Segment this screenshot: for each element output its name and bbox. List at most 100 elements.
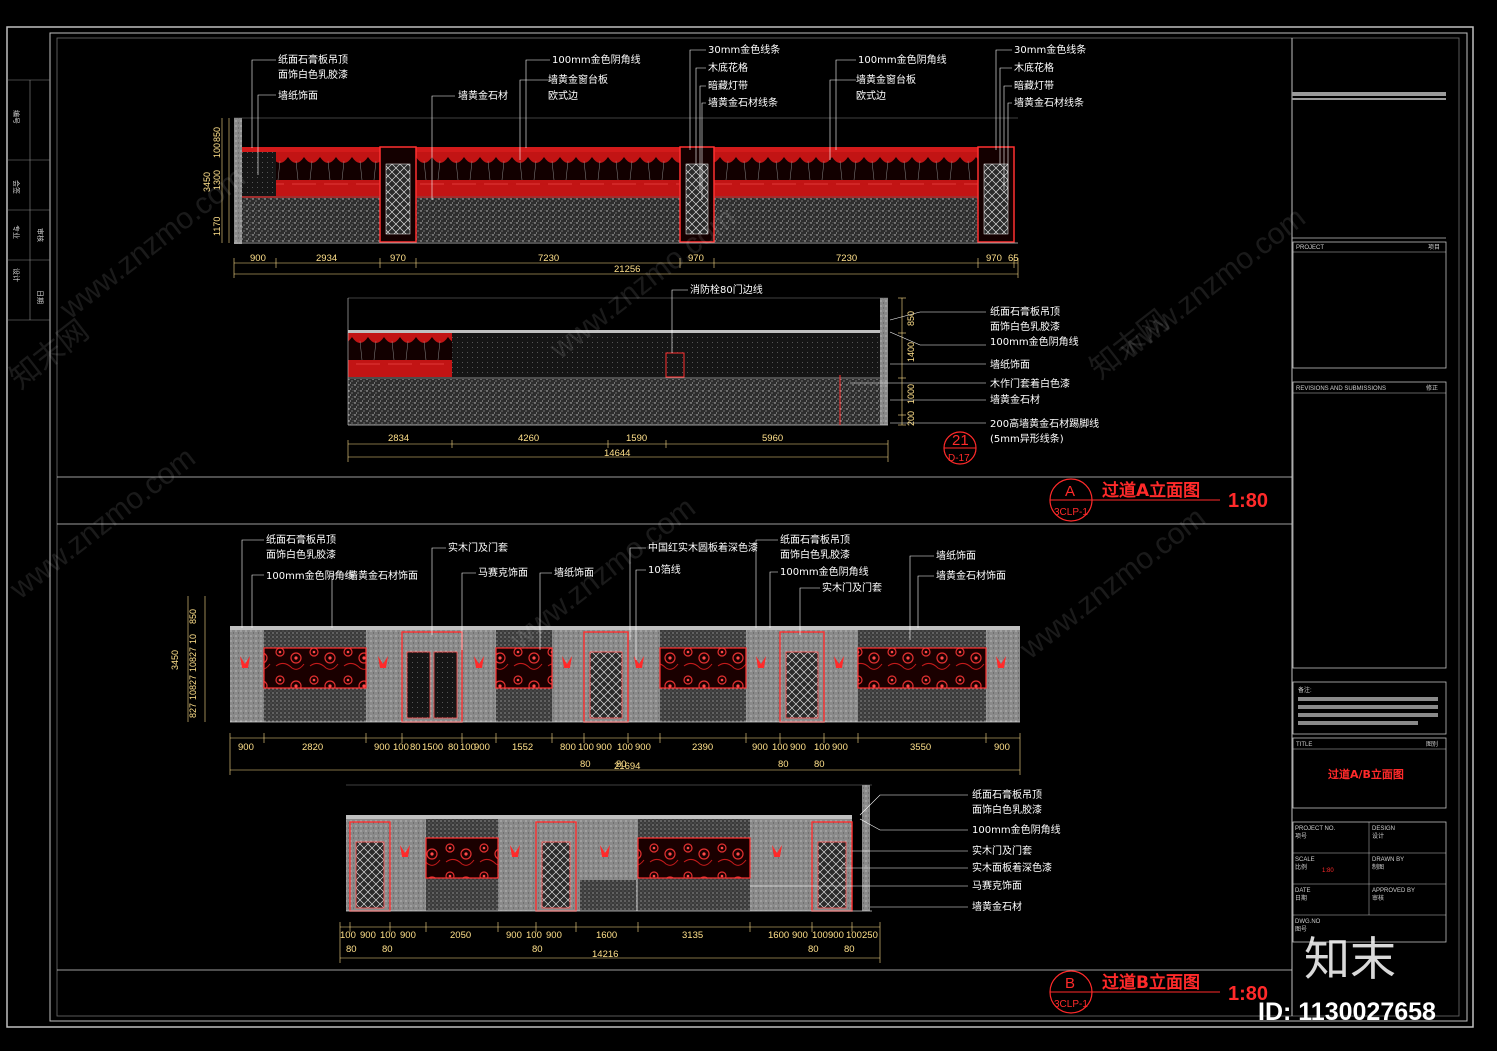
a-label-6: 墙黄金窗台板 xyxy=(548,73,608,86)
a-lower-wall-right xyxy=(880,298,888,425)
a-label-1: 纸面石膏板吊顶 xyxy=(278,53,348,66)
a-dim-3: 970 xyxy=(390,253,406,264)
b-label-10: 纸面石膏板吊顶 xyxy=(780,533,850,546)
a-lower-label-6: 墙黄金石材 xyxy=(990,393,1040,406)
b-dim-left-7: 10 xyxy=(188,634,198,644)
a-label-2: 面饰白色乳胶漆 xyxy=(278,68,348,81)
a-upper-curtain-3 xyxy=(714,152,978,196)
b-dim-18: 100 xyxy=(772,742,788,753)
a-lower-label-8: (5mm异形线条) xyxy=(990,432,1064,445)
wm-8: 知末网 xyxy=(1083,303,1175,386)
a-lower-curtain xyxy=(348,333,452,377)
side-label-3: 专业 xyxy=(12,225,21,239)
a-label-18: 墙黄金石材线条 xyxy=(1014,96,1084,109)
a-dim-6: 7230 xyxy=(836,253,857,264)
a-label-15: 30mm金色线条 xyxy=(1014,43,1086,56)
tb-date-cn: 日期 xyxy=(1295,894,1307,902)
b-lower-flower-1 xyxy=(425,837,499,879)
b-label-12: 100mm金色阴角线 xyxy=(780,565,869,578)
b-label-6: 马赛克饰面 xyxy=(478,566,528,579)
b-dim-sub-1: 80 xyxy=(580,759,591,770)
side-strip: 编号 会签 专业 设计 审核 日期 xyxy=(7,79,50,321)
wm-1: www.znzmo.com xyxy=(53,161,251,326)
a-lower-label-5: 木作门套着白色漆 xyxy=(990,377,1070,390)
a-upper-dim-text: 900 2934 970 7230 970 7230 970 65 21256 … xyxy=(202,127,1019,275)
a-upper-stone-3 xyxy=(714,198,978,242)
b-upper-leaders xyxy=(241,539,934,660)
b-dim-sub-3: 80 xyxy=(778,759,789,770)
b-dim-5: 80 xyxy=(410,742,421,753)
a-label-11: 墙黄金石材线条 xyxy=(708,96,778,109)
a-dim-5: 970 xyxy=(688,253,704,264)
a-marker-ref: 3CLP-1 xyxy=(1054,507,1088,518)
side-label-5: 审核 xyxy=(36,228,45,242)
tb-projno-cn: 项号 xyxy=(1295,833,1307,840)
b-lower-flower-2 xyxy=(637,837,751,879)
b-label-4: 墙黄金石材饰面 xyxy=(348,569,418,582)
b-dim-3: 900 xyxy=(374,742,390,753)
tb-approved-cn: 审核 xyxy=(1372,894,1384,902)
tb-scale-en: SCALE xyxy=(1295,857,1315,863)
b-dim-16: 2390 xyxy=(692,742,713,753)
a-lower-detail-marker: 21 D-17 xyxy=(943,431,977,465)
b-dim-9: 900 xyxy=(474,742,490,753)
a-label-3: 墙纸饰面 xyxy=(278,89,318,102)
b-lower-dim-sub-3: 80 xyxy=(532,944,543,955)
side-label-6: 日期 xyxy=(36,290,44,304)
b-dim-left-3: 10 xyxy=(188,690,198,700)
a-lower-label-4: 墙纸饰面 xyxy=(990,358,1030,371)
a-detail-ref: D-17 xyxy=(948,453,970,464)
a-title: 过道A立面图 xyxy=(1102,480,1200,501)
b-dim-20: 100 xyxy=(814,742,830,753)
a-lower-dim-text: 2834 4260 1590 5960 14644 850 1400 1000 … xyxy=(388,311,916,459)
b-dim-10: 1552 xyxy=(512,742,533,753)
b-label-5: 实木门及门套 xyxy=(448,541,508,554)
b-dim-left-2: 827 xyxy=(188,703,198,718)
b-dim-4: 100 xyxy=(393,742,409,753)
a-detail-num: 21 xyxy=(952,432,969,449)
b-lower-dim-sub-1: 80 xyxy=(346,944,357,955)
tb-title-en: TITLE xyxy=(1296,742,1312,748)
b-upper-flower-3 xyxy=(659,647,747,689)
a-lower-label-3: 100mm金色阴角线 xyxy=(990,335,1079,348)
tb-revisions-en: REVISIONS AND SUBMISSIONS xyxy=(1296,386,1386,392)
b-lower-label-6: 马赛克饰面 xyxy=(972,879,1022,892)
b-label-13: 实木门及门套 xyxy=(822,581,882,594)
wm-5: www.znzmo.com xyxy=(3,441,201,606)
b-lower-dim-11: 1600 xyxy=(768,930,789,941)
b-lower-label-5: 实木面板着深色漆 xyxy=(972,861,1052,874)
b-lower-dim-6: 900 xyxy=(506,930,522,941)
a-lower-dim-4: 5960 xyxy=(762,433,783,444)
a-lower-hydrant-door xyxy=(665,352,685,378)
b-lower-dim-8: 900 xyxy=(546,930,562,941)
a-dim-left-5: 100 xyxy=(212,143,222,158)
tb-title-cn: 图别 xyxy=(1426,740,1438,748)
b-upper-flower-4 xyxy=(857,647,987,689)
b-label-3: 100mm金色阴角线 xyxy=(266,569,355,582)
a-lower-dims xyxy=(347,297,906,462)
a-upper-door-panel-1 xyxy=(379,146,417,243)
b-lower-label-3: 100mm金色阴角线 xyxy=(972,823,1061,836)
b-lower-wall-right xyxy=(862,785,870,911)
b-dim-sub-2: 80 xyxy=(616,759,627,770)
b-dim-12: 100 xyxy=(578,742,594,753)
b-label-9: 10箔线 xyxy=(648,563,681,576)
brand-logo: 知末 xyxy=(1304,932,1396,986)
b-dim-left-8: 850 xyxy=(188,609,198,624)
b-lower-labels: 纸面石膏板吊顶 面饰白色乳胶漆 100mm金色阴角线 实木门及门套 实木面板着深… xyxy=(972,788,1061,913)
a-label-14: 欧式边 xyxy=(856,89,886,102)
tb-dwg-cn: 图号 xyxy=(1295,926,1307,933)
tb-drawn-cn: 制图 xyxy=(1372,863,1384,871)
b-lower-dim-1: 100 xyxy=(340,930,356,941)
a-label-17: 暗藏灯带 xyxy=(1014,79,1054,92)
b-lower-dim-total: 14216 xyxy=(592,949,618,960)
b-dim-19: 900 xyxy=(790,742,806,753)
b-dim-14: 100 xyxy=(617,742,633,753)
a-dim-1: 900 xyxy=(250,253,266,264)
b-lower-leaders xyxy=(750,794,968,908)
a-lower-dim-right-3: 1000 xyxy=(906,384,916,404)
b-label-14: 墙纸饰面 xyxy=(936,549,976,562)
a-upper-dims xyxy=(221,118,1019,278)
inner-frame-2 xyxy=(56,37,1460,1017)
b-dim-left-6: 827 xyxy=(188,647,198,662)
